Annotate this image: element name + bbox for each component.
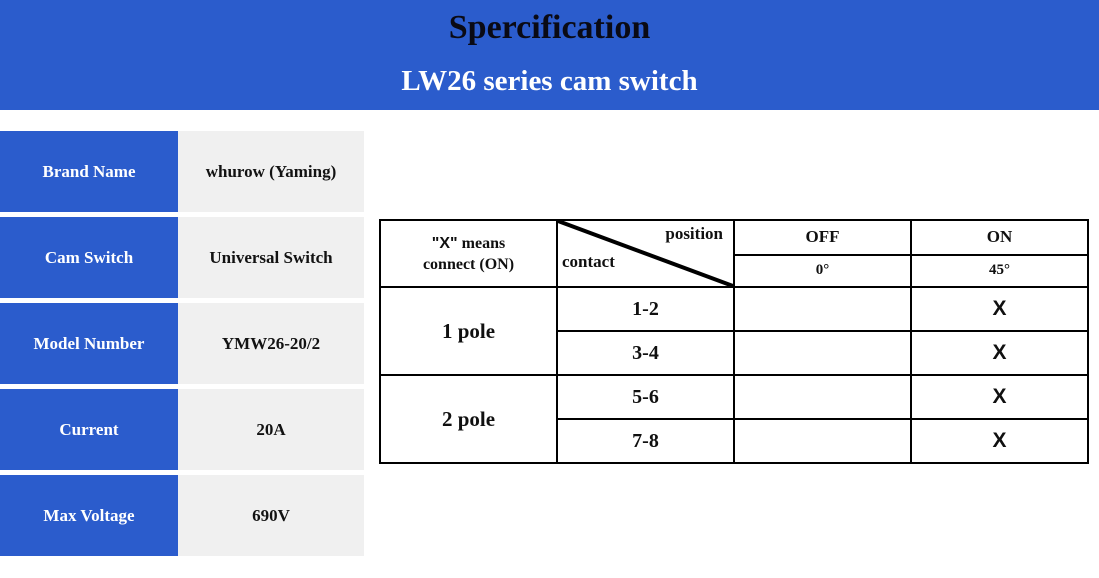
legend-x-symbol: "X" [431,234,458,252]
spec-value-cam-switch: Universal Switch [178,217,364,298]
spec-row: Current 20A [0,389,364,470]
table-row: 1 pole 1-2 X [379,286,1089,376]
cell-off-5-6 [733,374,912,420]
spec-label-model-number: Model Number [0,303,178,384]
legend-line-2: connect (ON) [422,255,515,273]
page-subtitle: LW26 series cam switch [401,65,698,97]
column-angle-on: 45° [910,253,1089,289]
spec-row: Brand Name whurow (Yaming) [0,131,364,212]
cell-off-1-2 [733,286,912,332]
terminal-label-1-2: 1-2 [556,286,735,332]
legend-means-text: means [461,234,506,252]
spec-value-current: 20A [178,389,364,470]
diagonal-header-cell: position contact [556,219,735,288]
spec-row: Max Voltage 690V [0,475,364,556]
terminal-label-7-8: 7-8 [556,418,735,464]
terminal-label-3-4: 3-4 [556,330,735,376]
cell-off-7-8 [733,418,912,464]
cell-on-7-8: X [910,418,1089,464]
pole-label-2: 2 pole [379,374,558,464]
spec-label-brand-name: Brand Name [0,131,178,212]
cell-on-1-2: X [910,286,1089,332]
table-row: 2 pole 5-6 X [379,374,1089,464]
cell-off-3-4 [733,330,912,376]
spec-row: Cam Switch Universal Switch [0,217,364,298]
page-title: Spercification [448,9,651,46]
terminal-label-5-6: 5-6 [556,374,735,420]
cell-on-3-4: X [910,330,1089,376]
spec-value-max-voltage: 690V [178,475,364,556]
table-header-row-states: "X" means connect (ON) position contact … [379,219,1089,288]
spec-label-cam-switch: Cam Switch [0,217,178,298]
cell-on-5-6: X [910,374,1089,420]
header-banner [0,0,1099,110]
table-row: 3-4 X [380,330,1089,376]
spec-value-brand-name: whurow (Yaming) [178,131,364,212]
column-angle-off: 0° [733,253,912,289]
diagonal-contact-label: contact [562,252,615,271]
spec-value-model-number: YMW26-20/2 [178,303,364,384]
specification-table: Brand Name whurow (Yaming) Cam Switch Un… [0,131,364,561]
spec-label-current: Current [0,389,178,470]
table-header-row-angles: 0° 45° [380,253,1089,289]
spec-row: Model Number YMW26-20/2 [0,303,364,384]
table-row: 7-8 X [380,418,1089,464]
pole-label-1: 1 pole [379,286,558,376]
column-header-on: ON [910,219,1089,256]
legend-line-1: "X" means [381,233,556,254]
diagonal-position-label: position [665,224,723,243]
legend-cell: "X" means connect (ON) [379,219,558,288]
column-header-off: OFF [733,219,912,256]
spec-label-max-voltage: Max Voltage [0,475,178,556]
contact-position-table: "X" means connect (ON) position contact … [379,219,1089,464]
